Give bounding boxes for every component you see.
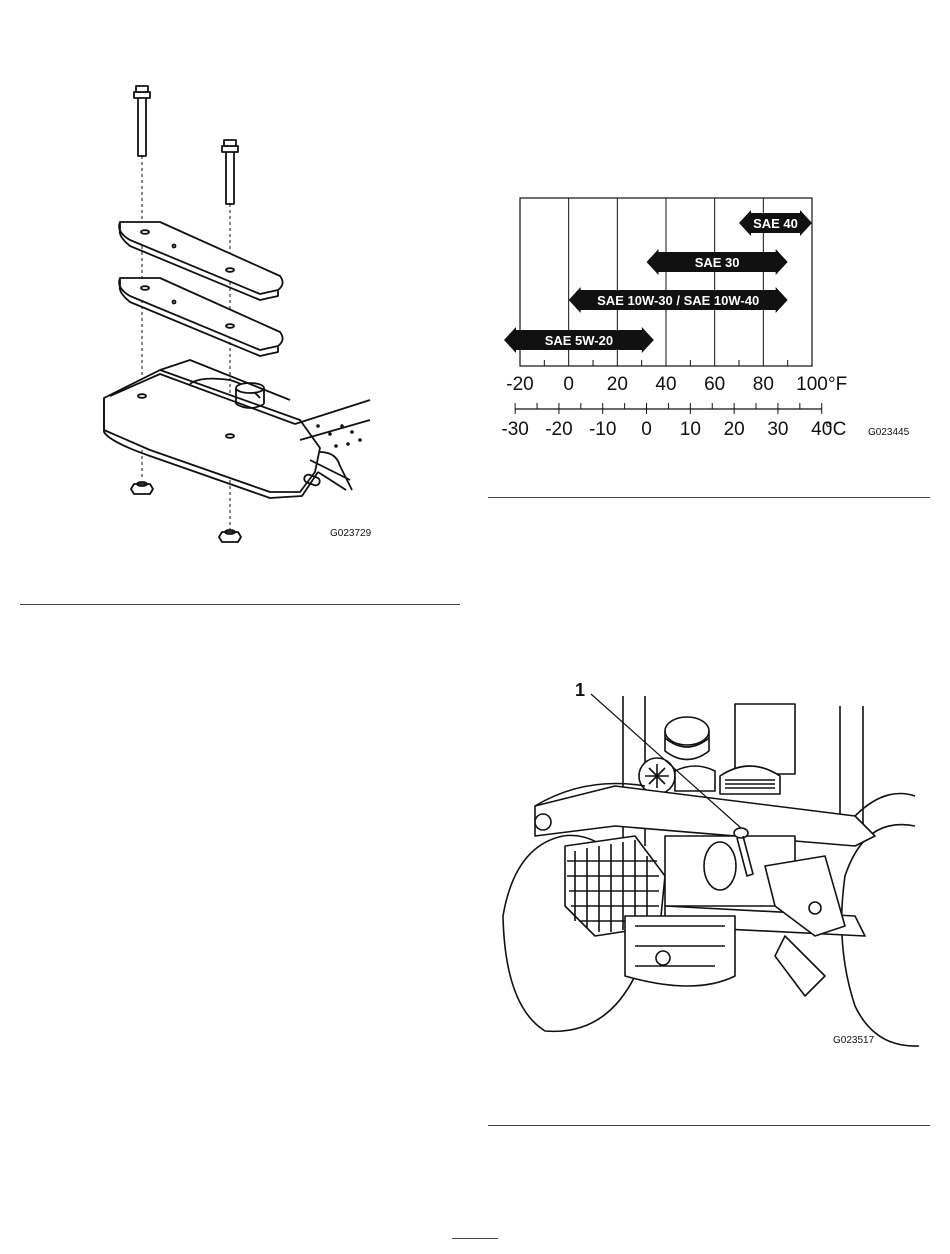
machine-rear-figure: 1 G023517 xyxy=(495,676,925,1056)
fahrenheit-tick-label: 20 xyxy=(607,374,628,395)
fahrenheit-tick-label: 40 xyxy=(655,374,676,395)
nut-icon xyxy=(219,530,241,542)
celsius-tick-label: 0 xyxy=(641,419,652,440)
mount-bracket xyxy=(104,360,370,498)
figure-code: G023517 xyxy=(833,1035,875,1046)
celsius-tick-label: -30 xyxy=(501,419,528,440)
fahrenheit-tick-label: 60 xyxy=(704,374,725,395)
shim-assembly-figure: G023729 xyxy=(90,80,390,550)
figure-code: G023445 xyxy=(868,427,910,438)
callout-number: 1 xyxy=(575,680,585,700)
celsius-tick-label: 20 xyxy=(724,419,745,440)
figure-code: G023729 xyxy=(330,528,372,539)
celsius-tick-label: -20 xyxy=(545,419,572,440)
fahrenheit-tick-label: 100 xyxy=(796,374,828,395)
viscosity-range-label: SAE 5W-20 xyxy=(545,333,613,348)
fahrenheit-tick-label: -20 xyxy=(506,374,533,395)
celsius-tick-label: 30 xyxy=(767,419,788,440)
bolt-icon xyxy=(134,86,150,156)
viscosity-range-label: SAE 10W-30 / SAE 10W-40 xyxy=(597,293,759,308)
viscosity-range-label: SAE 30 xyxy=(695,255,740,270)
celsius-tick-label: 10 xyxy=(680,419,701,440)
section-divider xyxy=(488,497,930,498)
fahrenheit-tick-label: 0 xyxy=(563,374,574,395)
page-number-rule xyxy=(452,1238,498,1239)
section-divider xyxy=(488,1125,930,1126)
celsius-tick-label: -10 xyxy=(589,419,616,440)
bolt-icon xyxy=(222,140,238,204)
fahrenheit-axis: -20 0 20 40 60 80 100 xyxy=(506,374,828,395)
fahrenheit-unit: °F xyxy=(828,374,847,395)
section-divider xyxy=(20,604,460,605)
nut-icon xyxy=(131,482,153,494)
celsius-unit: °C xyxy=(825,419,846,440)
fahrenheit-tick-label: 80 xyxy=(753,374,774,395)
viscosity-range-label: SAE 40 xyxy=(753,216,798,231)
